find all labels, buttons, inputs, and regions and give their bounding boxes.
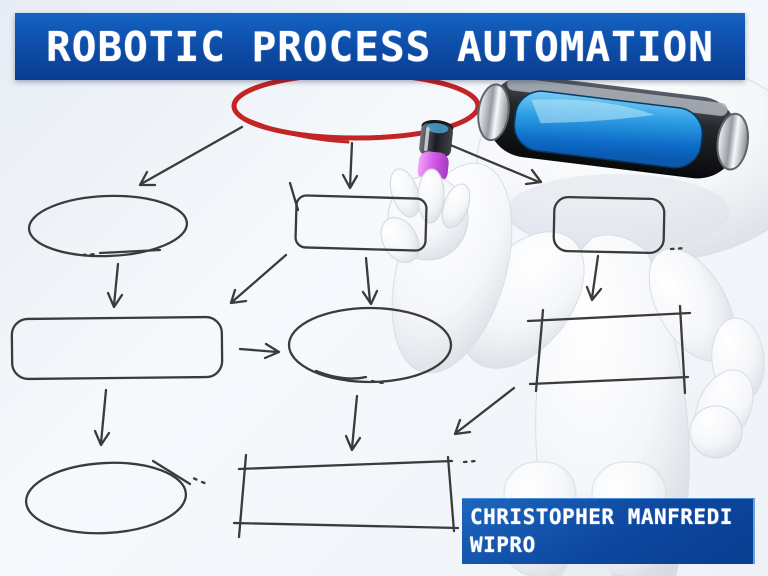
title-bar: ROBOTIC PROCESS AUTOMATION <box>15 13 745 80</box>
flowchart-arrow <box>106 262 124 309</box>
flowchart-node-ellipse-top-left <box>27 194 189 258</box>
flowchart-arrow <box>138 125 244 187</box>
flowchart-arrow <box>93 388 111 447</box>
author-name: CHRISTOPHER MANFREDI <box>470 505 733 529</box>
visor-side-cap-left <box>477 83 510 142</box>
flowchart-node-ellipse-center <box>287 306 453 384</box>
flowchart-arrow <box>453 386 516 436</box>
flowchart-arrow <box>344 394 362 452</box>
flowchart-node-rect-center <box>294 194 428 252</box>
flowchart-node-rect-bottom <box>232 453 460 539</box>
flowchart-arrow <box>341 141 359 190</box>
flowchart-arrow <box>361 256 379 306</box>
flowchart-node-rect-chest <box>526 304 692 395</box>
visor-icon <box>477 75 749 179</box>
flowchart-arrow <box>229 253 288 305</box>
flowchart-sketch <box>10 125 692 539</box>
flowchart-node-rect-neck <box>552 195 666 255</box>
flowchart-arrow <box>446 142 543 186</box>
robot-fist <box>689 405 743 459</box>
flowchart-arrow <box>238 342 281 360</box>
flowchart-node-rect-left <box>10 315 224 381</box>
visor-side-cap-right <box>716 112 749 171</box>
company-name: WIPRO <box>470 533 536 557</box>
flowchart-node-ellipse-bottom <box>24 461 188 535</box>
flowchart-arrow <box>585 254 603 302</box>
slide-title: ROBOTIC PROCESS AUTOMATION <box>46 22 714 71</box>
author-credit-box: CHRISTOPHER MANFREDI WIPRO <box>462 498 755 564</box>
